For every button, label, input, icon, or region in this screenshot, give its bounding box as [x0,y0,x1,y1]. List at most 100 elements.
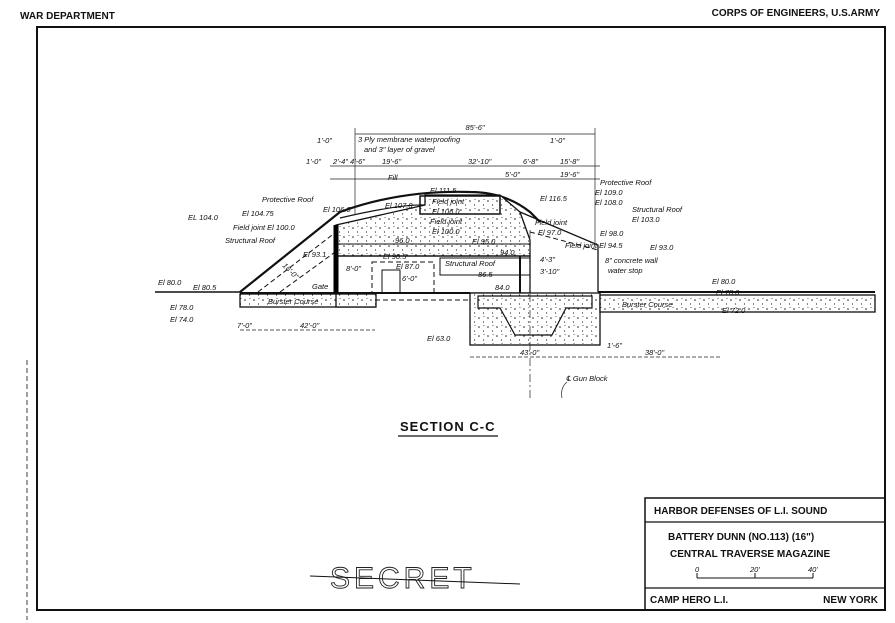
scale-bar: 0 20' 40' [695,565,818,579]
dim-label: 19'-6" [560,170,579,179]
gun-block-recess [477,295,593,336]
elevation-label: El 80.5 [193,283,217,292]
title-line-3: CENTRAL TRAVERSE MAGAZINE [670,549,831,560]
structural-slope-dashed [257,231,337,293]
title-line-1: HARBOR DEFENSES OF L.I. SOUND [654,506,827,517]
elevation-label: 86.5 [478,270,493,279]
dim-label: 38'-0" [645,348,664,357]
field-joint-label: Field joint [535,218,568,227]
burster-course-label: Burster Course [622,300,672,309]
structural-roof-right-dashed [529,231,599,251]
dim-label: 3'-10" [540,267,559,276]
elevation-label: El 100.0 [432,227,460,236]
stamp-strike-line [309,575,521,585]
dim-label: 6'-0" [402,274,417,283]
sheet-border [36,26,886,611]
overall-dimension: 85'-6" [465,123,484,132]
elevation-label: El 78.0 [716,288,740,297]
gun-pit [469,292,601,346]
field-joint-label: Field joint El 100.0 [233,223,296,232]
earth-cover-profile [239,190,541,293]
dim-label: 43'-0" [520,348,539,357]
elevation-label: El 80.0 [158,278,182,287]
section-drawing [155,128,876,400]
section-title: SECTION C-C [400,419,496,434]
dim-label: 1'-6" [607,341,622,350]
dim-label: 7'-0" [237,321,252,330]
burster-block [335,293,377,308]
elevation-label: El 104.75 [242,209,275,218]
elevation-label: EL 104.0 [188,213,219,222]
scale-label: 20' [749,565,760,574]
dim-label: 4'-3" [540,255,555,264]
elevation-label: El 116.5 [540,194,568,203]
protective-roof-label: Protective Roof [262,195,314,204]
scale-label: 40' [808,565,818,574]
dim-label: 1'-0" [317,136,332,145]
dim-label: 5'-0" [505,170,520,179]
fill-label: Fill [388,173,398,182]
dim-label: 15'-8" [560,157,579,166]
right-slope [519,211,599,292]
dim-label: 2'-4" 4'-6" [332,157,365,166]
field-joint-label: Field joint [430,217,463,226]
elevation-label: El 95.0 [472,237,496,246]
elevation-label: El 97.0 [538,228,562,237]
dim-label: 32'-10" [468,157,492,166]
gate-opening [371,261,435,294]
elevation-label: 96.0 [395,236,410,245]
elevation-label: El 80.0 [712,277,736,286]
dim-label: 8'-0" [346,264,361,273]
structural-roof-label: Structural Roof [445,259,496,268]
elevation-label: 84.0 [495,283,510,292]
gun-block-label: ℄ Gun Block [566,374,609,383]
scale-label: 0 [695,565,700,574]
title-line-2: BATTERY DUNN (NO.113) (16") [668,532,814,543]
gate-slope-dashed [279,249,339,293]
elevation-label: El 106.0 [323,205,351,214]
elevation-label: El 63.0 [427,334,451,343]
dim-label: 19'-6" [382,157,401,166]
burster-course-label: Burster Course [268,297,318,306]
dim-label: 6'-8" [523,157,538,166]
title-block: HARBOR DEFENSES OF L.I. SOUND BATTERY DU… [644,497,886,611]
field-joint-label: Field joint El 94.5 [565,241,623,250]
dim-label: 16'-0" [281,261,301,281]
location-right: NEW YORK [823,595,879,606]
elevation-label: El 106.0 [432,207,460,216]
elevation-label: El 108.0 [595,198,623,207]
header-right: CORPS OF ENGINEERS, U.S.ARMY [712,8,881,19]
elevation-label: El 74.0 [170,315,194,324]
waterproofing-note-1: 3 Ply membrane waterproofing [358,135,461,144]
burster-course-right [599,294,876,313]
elevation-label: El 111.5 [430,186,457,195]
elevation-label: El 107.0 [385,201,413,210]
elevation-label: El 90.5 [383,252,407,261]
concrete-wall-label: 8" concrete wall [605,256,658,265]
elevation-label: El 78.0 [170,303,194,312]
elevation-label: El 72.0 [722,306,746,315]
dim-label: 1'-0" [550,136,565,145]
elevation-label: El 103.0 [632,215,660,224]
water-stop-label: water stop [608,266,643,275]
header-left: WAR DEPARTMENT [20,11,115,22]
structural-roof-label: Structural Roof [632,205,683,214]
elevation-label: El 93.1 [303,250,326,259]
waterproofing-note-2: and 3" layer of gravel [364,145,435,154]
drawing-labels: 85'-6" 3 Ply membrane waterproofing and … [158,123,746,383]
gun-block-leader [561,381,568,399]
structural-roof-label: Structural Roof [225,236,276,245]
door [381,269,401,294]
upper-block [419,195,501,215]
dim-label: 1'-0" [306,157,321,166]
protective-roof-label: Protective Roof [600,178,652,187]
elevation-label: El 93.0 [650,243,674,252]
location-left: CAMP HERO L.I. [650,595,728,606]
elevation-label: 94.0 [500,248,515,257]
elevation-label: El 87.0 [396,262,420,271]
elevation-label: El 109.0 [595,188,623,197]
title-block-frame [644,497,886,611]
elevation-label: El 98.0 [600,229,624,238]
gate-label: Gate [312,282,328,291]
